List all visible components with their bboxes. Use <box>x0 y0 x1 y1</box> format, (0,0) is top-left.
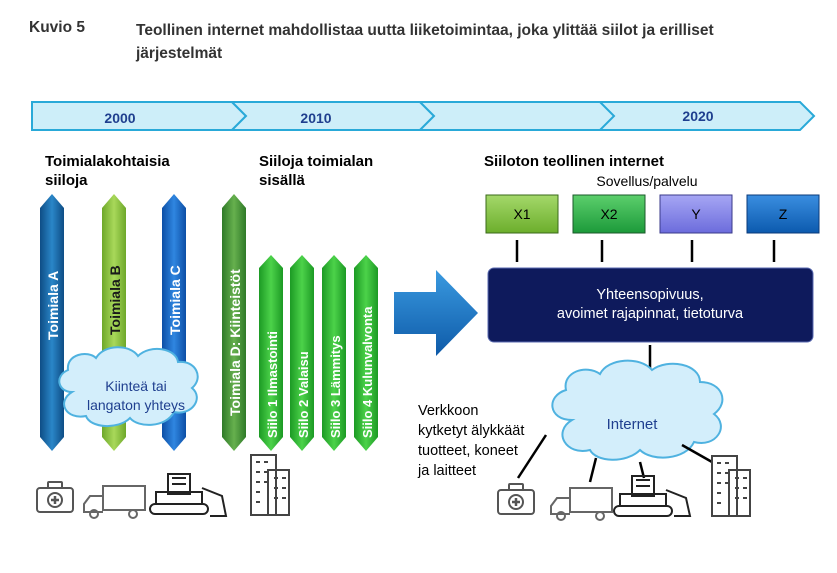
silo-column-4 <box>354 255 378 451</box>
devices-text-line2: kytketyt älykkäät <box>418 423 524 439</box>
platform-box <box>487 267 814 343</box>
timeline-segment-2010 <box>229 101 436 131</box>
silo-column-1 <box>259 255 283 451</box>
medical-case-icon-right <box>497 483 535 515</box>
figure-label: Kuvio 5 <box>29 19 85 36</box>
timeline: 2000 2010 2020 <box>31 101 816 131</box>
connection-cloud: Kiinteä tai langaton yhteys <box>58 346 199 427</box>
industry-label-c: Toimiala C <box>167 265 183 335</box>
devices-text-line1: Verkkoon <box>418 403 478 419</box>
devices-text-line3: tuotteet, koneet <box>418 443 518 459</box>
industry-label-a: Toimiala A <box>45 271 61 340</box>
silo-label-3: Siilo 3 Lämmitys <box>328 335 343 438</box>
service-label-y: Y <box>691 206 701 222</box>
services-label: Sovellus/palvelu <box>596 173 697 189</box>
industry-label-b: Toimiala B <box>107 265 123 335</box>
year-2010: 2010 <box>300 110 331 126</box>
service-label-z: Z <box>779 206 788 222</box>
silo-label-1: Siilo 1 Ilmastointi <box>265 331 280 438</box>
service-box-x1 <box>485 194 559 234</box>
platform-text-line2: avoimet rajapinnat, tietoturva <box>557 306 744 322</box>
truck-icon <box>83 485 146 519</box>
service-boxes: X1 X2 Y Z <box>485 194 820 234</box>
heading-siloless: Siiloton teollinen internet <box>484 153 664 170</box>
truck-icon-right <box>550 487 613 521</box>
bulldozer-icon-right <box>613 475 692 517</box>
heading-internal-silos-line2: sisällä <box>259 172 306 189</box>
transition-arrow <box>394 270 478 356</box>
industry-column-a <box>40 194 64 451</box>
industry-column-d <box>222 194 246 451</box>
silo-column-3 <box>322 255 346 451</box>
timeline-divider <box>599 101 616 131</box>
internet-cloud: Internet <box>551 359 724 461</box>
silo-columns: Siilo 1 Ilmastointi Siilo 2 Valaisu Siil… <box>259 255 378 451</box>
year-2000: 2000 <box>104 110 135 126</box>
figure-title: Teollinen internet mahdollistaa uutta li… <box>136 22 714 62</box>
medical-case-icon <box>36 481 74 513</box>
service-connectors <box>515 240 776 262</box>
platform-text-line1: Yhteensopivuus, <box>596 287 703 303</box>
service-label-x1: X1 <box>513 206 530 222</box>
devices-text-line4: ja laitteet <box>417 463 476 479</box>
service-box-y <box>659 194 733 234</box>
cloud-text-line2: langaton yhteys <box>87 397 185 413</box>
building-icon <box>250 454 290 516</box>
silo-column-2 <box>290 255 314 451</box>
bulldozer-icon <box>149 473 228 517</box>
service-box-x2 <box>572 194 646 234</box>
industry-label-d: Toimiala D: Kiinteistöt <box>227 269 243 416</box>
heading-internal-silos-line1: Siiloja toimialan <box>259 153 373 170</box>
internet-connectors <box>516 434 713 483</box>
timeline-segment-2000 <box>31 101 248 131</box>
internet-label: Internet <box>607 416 659 433</box>
building-icon-right <box>711 455 751 517</box>
cloud-text-line1: Kiinteä tai <box>105 378 166 394</box>
timeline-segment-2020 <box>417 101 816 131</box>
service-box-z <box>746 194 820 234</box>
year-2020: 2020 <box>682 108 713 124</box>
silo-label-2: Siilo 2 Valaisu <box>296 351 311 438</box>
heading-industry-silos-line2: siiloja <box>45 172 88 189</box>
service-label-x2: X2 <box>600 206 617 222</box>
silo-label-4: Siilo 4 Kulunvalvonta <box>360 306 375 438</box>
heading-industry-silos-line1: Toimialakohtaisia <box>45 153 170 170</box>
